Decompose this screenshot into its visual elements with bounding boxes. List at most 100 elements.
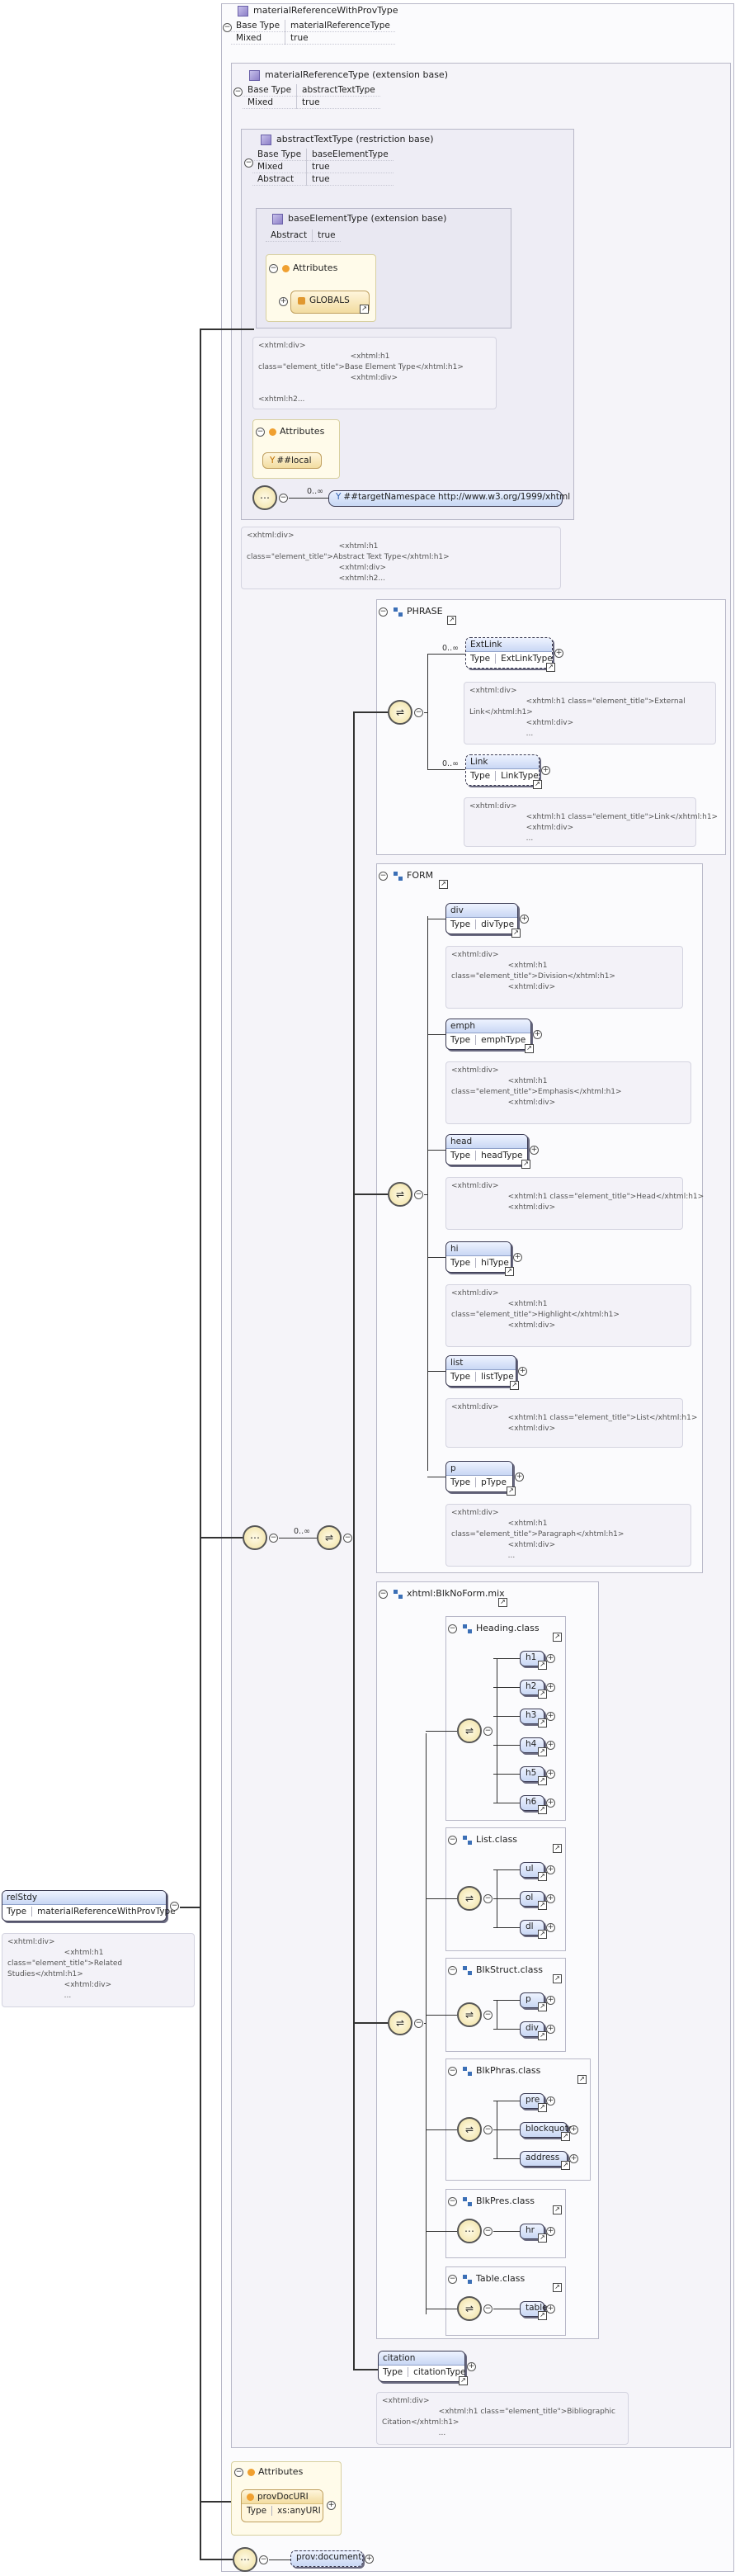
link-icon[interactable]: ↗: [459, 2376, 468, 2385]
link-icon[interactable]: ↗: [553, 1974, 562, 1983]
collapse-toggle[interactable]: −: [448, 2067, 457, 2076]
link-icon[interactable]: ↗: [538, 1718, 547, 1728]
collapse-toggle[interactable]: −: [483, 2304, 493, 2314]
collapse-toggle[interactable]: −: [259, 2555, 268, 2564]
collapse-toggle[interactable]: −: [483, 1894, 493, 1903]
expand-toggle[interactable]: +: [569, 2154, 578, 2163]
collapse-toggle[interactable]: −: [170, 1902, 179, 1911]
collapse-toggle[interactable]: −: [269, 1534, 278, 1543]
element-h5[interactable]: h5: [520, 1766, 544, 1782]
expand-toggle[interactable]: +: [546, 1996, 555, 2005]
expand-toggle[interactable]: +: [546, 1683, 555, 1692]
link-icon[interactable]: ↗: [521, 1160, 530, 1169]
collapse-toggle[interactable]: −: [379, 872, 388, 881]
collapse-toggle[interactable]: −: [483, 2227, 493, 2236]
collapse-toggle[interactable]: −: [414, 708, 423, 717]
expand-toggle[interactable]: +: [546, 1770, 555, 1779]
link-icon[interactable]: ↗: [360, 305, 369, 314]
element-blockquote[interactable]: blockquote: [520, 2122, 573, 2138]
choice-compositor[interactable]: [457, 2117, 482, 2142]
collapse-toggle[interactable]: −: [234, 2468, 243, 2477]
collapse-toggle[interactable]: −: [279, 494, 288, 503]
choice-compositor[interactable]: [457, 1886, 482, 1911]
collapse-toggle[interactable]: −: [256, 428, 265, 437]
collapse-toggle[interactable]: −: [448, 1966, 457, 1975]
link-icon[interactable]: ↗: [538, 1661, 547, 1670]
expand-toggle[interactable]: +: [569, 2125, 578, 2134]
link-icon[interactable]: ↗: [507, 1487, 516, 1496]
expand-toggle[interactable]: +: [546, 1865, 555, 1874]
collapse-toggle[interactable]: −: [483, 2010, 493, 2020]
link-icon[interactable]: ↗: [538, 1690, 547, 1699]
expand-toggle[interactable]: +: [546, 2096, 555, 2106]
collapse-toggle[interactable]: −: [414, 2019, 423, 2028]
expand-toggle[interactable]: +: [541, 766, 550, 775]
expand-toggle[interactable]: +: [546, 1654, 555, 1663]
globals-attribute-group[interactable]: GLOBALS: [290, 291, 370, 314]
link-icon[interactable]: ↗: [439, 880, 448, 889]
choice-compositor[interactable]: [457, 2296, 482, 2321]
collapse-toggle[interactable]: −: [343, 1534, 352, 1543]
link-icon[interactable]: ↗: [447, 616, 456, 625]
collapse-toggle[interactable]: −: [269, 264, 278, 273]
link-icon[interactable]: ↗: [538, 2002, 547, 2011]
choice-compositor[interactable]: [457, 2002, 482, 2027]
expand-toggle[interactable]: +: [546, 1923, 555, 1932]
sequence-compositor[interactable]: [243, 1525, 267, 1550]
collapse-toggle[interactable]: −: [233, 87, 243, 97]
link-icon[interactable]: ↗: [553, 2283, 562, 2292]
expand-toggle[interactable]: +: [520, 915, 529, 924]
choice-compositor[interactable]: [388, 2011, 412, 2035]
choice-compositor[interactable]: [317, 1525, 342, 1550]
link-icon[interactable]: ↗: [505, 1267, 514, 1276]
expand-toggle[interactable]: +: [515, 1472, 524, 1482]
link-icon[interactable]: ↗: [553, 1844, 562, 1853]
collapse-toggle[interactable]: −: [379, 607, 388, 617]
link-icon[interactable]: ↗: [533, 780, 542, 789]
choice-compositor[interactable]: [457, 1718, 482, 1743]
link-icon[interactable]: ↗: [498, 1598, 507, 1607]
link-icon[interactable]: ↗: [538, 1776, 547, 1785]
link-icon[interactable]: ↗: [510, 1381, 519, 1390]
expand-toggle[interactable]: +: [546, 1741, 555, 1750]
any-attribute-local[interactable]: Y##local: [262, 452, 322, 469]
expand-toggle[interactable]: +: [530, 1146, 539, 1155]
expand-toggle[interactable]: +: [546, 1894, 555, 1903]
choice-compositor[interactable]: [388, 700, 412, 725]
link-icon[interactable]: ↗: [577, 2075, 587, 2084]
choice-compositor[interactable]: [388, 1182, 412, 1207]
link-icon[interactable]: ↗: [538, 1872, 547, 1881]
expand-toggle[interactable]: +: [546, 2227, 555, 2236]
link-icon[interactable]: ↗: [538, 2311, 547, 2320]
expand-toggle[interactable]: +: [279, 297, 288, 306]
link-icon[interactable]: ↗: [538, 1747, 547, 1756]
link-icon[interactable]: ↗: [538, 1930, 547, 1939]
expand-toggle[interactable]: +: [546, 2025, 555, 2034]
expand-toggle[interactable]: +: [554, 649, 563, 658]
sequence-compositor[interactable]: [233, 2547, 257, 2572]
sequence-compositor[interactable]: [457, 2219, 482, 2243]
link-icon[interactable]: ↗: [511, 929, 521, 938]
link-icon[interactable]: ↗: [561, 2161, 570, 2170]
collapse-toggle[interactable]: −: [414, 1190, 423, 1199]
collapse-toggle[interactable]: −: [448, 1624, 457, 1633]
expand-toggle[interactable]: +: [546, 1798, 555, 1808]
link-icon[interactable]: ↗: [538, 2031, 547, 2040]
expand-toggle[interactable]: +: [467, 2362, 476, 2371]
link-icon[interactable]: ↗: [538, 2233, 547, 2243]
any-element-namespace[interactable]: Y##targetNamespace http://www.w3.org/199…: [328, 490, 570, 507]
link-icon[interactable]: ↗: [553, 1633, 562, 1642]
link-icon[interactable]: ↗: [538, 2103, 547, 2112]
collapse-toggle[interactable]: −: [483, 2125, 493, 2134]
expand-toggle[interactable]: +: [365, 2555, 374, 2564]
link-icon[interactable]: ↗: [561, 2132, 570, 2141]
